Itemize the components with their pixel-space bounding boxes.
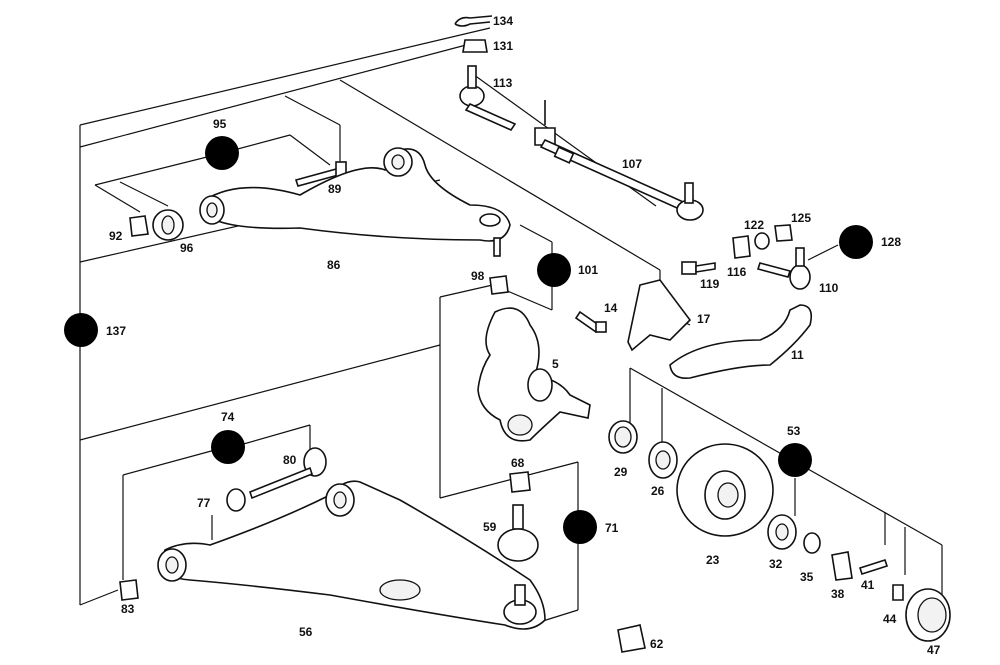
- wrench-icon: [205, 136, 239, 170]
- part-label-26: 26: [651, 484, 665, 498]
- wrench-icon: [778, 443, 812, 477]
- part-label-98: 98: [471, 269, 485, 283]
- part-label-59: 59: [483, 520, 497, 534]
- part-label-101: 101: [578, 263, 598, 277]
- part-label-89: 89: [328, 182, 342, 196]
- part-labels: 134 131 113 107 95 89 92 96 86 98 101 12…: [106, 14, 941, 657]
- part-label-56: 56: [299, 625, 313, 639]
- part-label-17: 17: [697, 312, 711, 326]
- part-label-86: 86: [327, 258, 341, 272]
- part-label-23: 23: [706, 553, 720, 567]
- part-label-47: 47: [927, 643, 941, 657]
- wrench-icon: [64, 313, 98, 347]
- wrench-icon: [537, 253, 571, 287]
- part-label-83: 83: [121, 602, 135, 616]
- part-label-32: 32: [769, 557, 783, 571]
- part-label-71: 71: [605, 521, 619, 535]
- wrench-icon: [839, 225, 873, 259]
- part-label-113: 113: [493, 76, 513, 90]
- part-label-11: 11: [791, 348, 804, 362]
- part-label-122: 122: [744, 218, 764, 232]
- wrench-icon: [563, 510, 597, 544]
- part-label-107: 107: [622, 157, 642, 171]
- part-label-110: 110: [819, 281, 839, 295]
- part-label-92: 92: [109, 229, 123, 243]
- part-label-131: 131: [493, 39, 513, 53]
- part-label-5: 5: [552, 357, 559, 371]
- wrench-icon: [211, 430, 245, 464]
- part-label-44: 44: [883, 612, 897, 626]
- part-label-80: 80: [283, 453, 297, 467]
- part-label-29: 29: [614, 465, 628, 479]
- part-label-119: 119: [700, 277, 720, 291]
- part-label-96: 96: [180, 241, 194, 255]
- part-label-128: 128: [881, 235, 901, 249]
- part-label-74: 74: [221, 410, 235, 424]
- part-label-62: 62: [650, 637, 664, 651]
- part-label-14: 14: [604, 301, 618, 315]
- part-label-35: 35: [800, 570, 814, 584]
- part-label-77: 77: [197, 496, 211, 510]
- part-label-95: 95: [213, 117, 227, 131]
- part-label-41: 41: [861, 578, 875, 592]
- part-label-38: 38: [831, 587, 845, 601]
- part-label-125: 125: [791, 211, 811, 225]
- part-label-53: 53: [787, 424, 801, 438]
- part-label-134: 134: [493, 14, 513, 28]
- part-label-68: 68: [511, 456, 525, 470]
- part-label-137: 137: [106, 324, 126, 338]
- parts: [119, 15, 951, 653]
- part-label-116: 116: [727, 265, 747, 279]
